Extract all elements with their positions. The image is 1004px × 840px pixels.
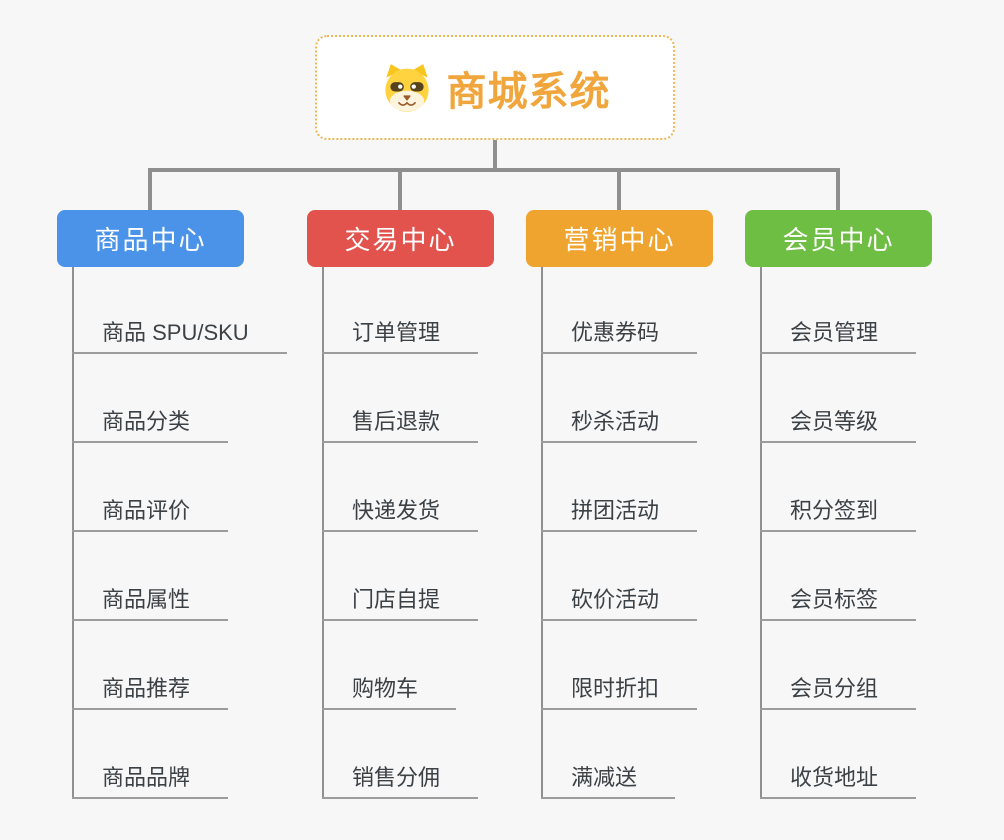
- branch-children: 会员管理 会员等级 积分签到 会员标签 会员分组 收货地址: [760, 267, 917, 799]
- leaf-node[interactable]: 满减送: [541, 760, 676, 799]
- leaf-row: 会员分组: [760, 621, 917, 710]
- connector-drop-products: [148, 168, 152, 210]
- leaf-node[interactable]: 砍价活动: [541, 582, 698, 621]
- leaf-node[interactable]: 商品分类: [72, 404, 229, 443]
- dog-face-icon: [384, 64, 429, 112]
- leaf-node[interactable]: 商品属性: [72, 582, 229, 621]
- leaf-node[interactable]: 快递发货: [322, 493, 479, 532]
- leaf-node[interactable]: 秒杀活动: [541, 404, 698, 443]
- leaf-node[interactable]: 收货地址: [760, 760, 917, 799]
- leaf-row: 限时折扣: [541, 621, 698, 710]
- root-title: 商城系统: [446, 69, 611, 114]
- leaf-node[interactable]: 销售分佣: [322, 760, 479, 799]
- connector-drop-trade: [398, 168, 402, 210]
- branch-node-products[interactable]: 商品中心: [57, 210, 244, 267]
- branch-children: 订单管理 售后退款 快递发货 门店自提 购物车 销售分佣: [322, 267, 479, 799]
- branch-spine: [760, 267, 762, 799]
- leaf-row: 商品 SPU/SKU: [72, 267, 287, 354]
- branch-children: 商品 SPU/SKU 商品分类 商品评价 商品属性 商品推荐 商品品牌: [72, 267, 287, 799]
- leaf-node[interactable]: 会员等级: [760, 404, 917, 443]
- leaf-row: 商品品牌: [72, 710, 287, 799]
- leaf-row: 会员等级: [760, 354, 917, 443]
- leaf-row: 售后退款: [322, 354, 479, 443]
- leaf-row: 优惠券码: [541, 267, 698, 354]
- leaf-row: 门店自提: [322, 532, 479, 621]
- leaf-node[interactable]: 会员分组: [760, 671, 917, 710]
- leaf-node[interactable]: 商品推荐: [72, 671, 229, 710]
- branch-label: 交易中心: [344, 225, 457, 255]
- branch-spine: [322, 267, 324, 799]
- leaf-node[interactable]: 拼团活动: [541, 493, 698, 532]
- leaf-node[interactable]: 会员标签: [760, 582, 917, 621]
- connector-drop-members: [836, 168, 840, 210]
- branch-children: 优惠券码 秒杀活动 拼团活动 砍价活动 限时折扣 满减送: [541, 267, 698, 799]
- leaf-row: 商品推荐: [72, 621, 287, 710]
- leaf-row: 订单管理: [322, 267, 479, 354]
- leaf-node[interactable]: 商品 SPU/SKU: [72, 315, 287, 354]
- leaf-node[interactable]: 商品评价: [72, 493, 229, 532]
- branch-label: 商品中心: [94, 225, 207, 255]
- connector-root-drop: [493, 140, 497, 170]
- leaf-node[interactable]: 积分签到: [760, 493, 917, 532]
- leaf-row: 收货地址: [760, 710, 917, 799]
- leaf-row: 销售分佣: [322, 710, 479, 799]
- leaf-row: 拼团活动: [541, 443, 698, 532]
- leaf-row: 满减送: [541, 710, 697, 799]
- connector-bus: [148, 168, 840, 172]
- leaf-row: 购物车: [322, 621, 478, 710]
- leaf-row: 快递发货: [322, 443, 479, 532]
- branch-node-marketing[interactable]: 营销中心: [526, 210, 713, 267]
- leaf-row: 商品分类: [72, 354, 287, 443]
- branch-label: 营销中心: [563, 225, 676, 255]
- leaf-node[interactable]: 优惠券码: [541, 315, 698, 354]
- leaf-row: 商品评价: [72, 443, 287, 532]
- branch-node-members[interactable]: 会员中心: [745, 210, 932, 267]
- leaf-node[interactable]: 售后退款: [322, 404, 479, 443]
- leaf-node[interactable]: 商品品牌: [72, 760, 229, 799]
- leaf-node[interactable]: 订单管理: [322, 315, 479, 354]
- branch-spine: [72, 267, 74, 799]
- leaf-node[interactable]: 会员管理: [760, 315, 917, 354]
- leaf-row: 会员标签: [760, 532, 917, 621]
- leaf-row: 会员管理: [760, 267, 917, 354]
- branch-label: 会员中心: [782, 225, 895, 255]
- leaf-row: 砍价活动: [541, 532, 698, 621]
- leaf-node[interactable]: 限时折扣: [541, 671, 698, 710]
- connector-drop-marketing: [617, 168, 621, 210]
- leaf-node[interactable]: 购物车: [322, 671, 457, 710]
- root-node[interactable]: 商城系统: [315, 35, 675, 140]
- branch-node-trade[interactable]: 交易中心: [307, 210, 494, 267]
- leaf-row: 秒杀活动: [541, 354, 698, 443]
- leaf-row: 商品属性: [72, 532, 287, 621]
- branch-spine: [541, 267, 543, 799]
- leaf-row: 积分签到: [760, 443, 917, 532]
- leaf-node[interactable]: 门店自提: [322, 582, 479, 621]
